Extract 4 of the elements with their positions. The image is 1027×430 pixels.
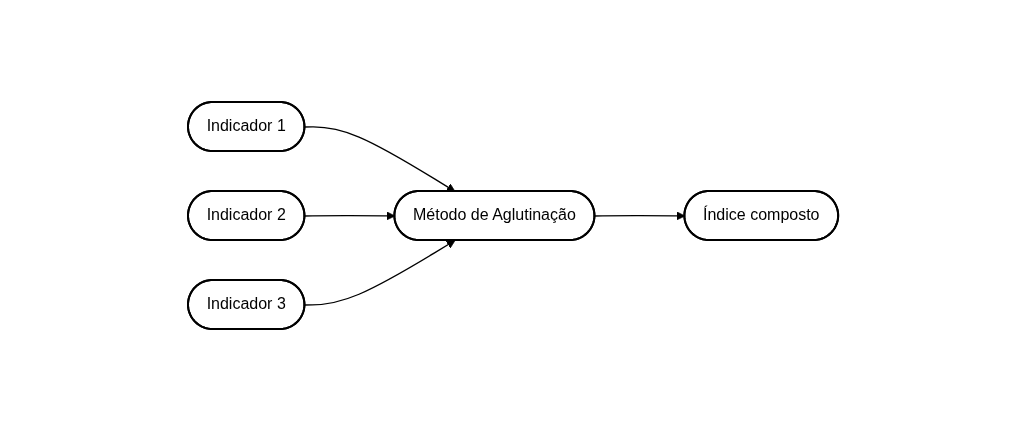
arrow bbox=[304, 239, 456, 306]
arrow bbox=[304, 125, 456, 192]
arrow bbox=[594, 211, 686, 220]
arrow bbox=[304, 211, 396, 220]
